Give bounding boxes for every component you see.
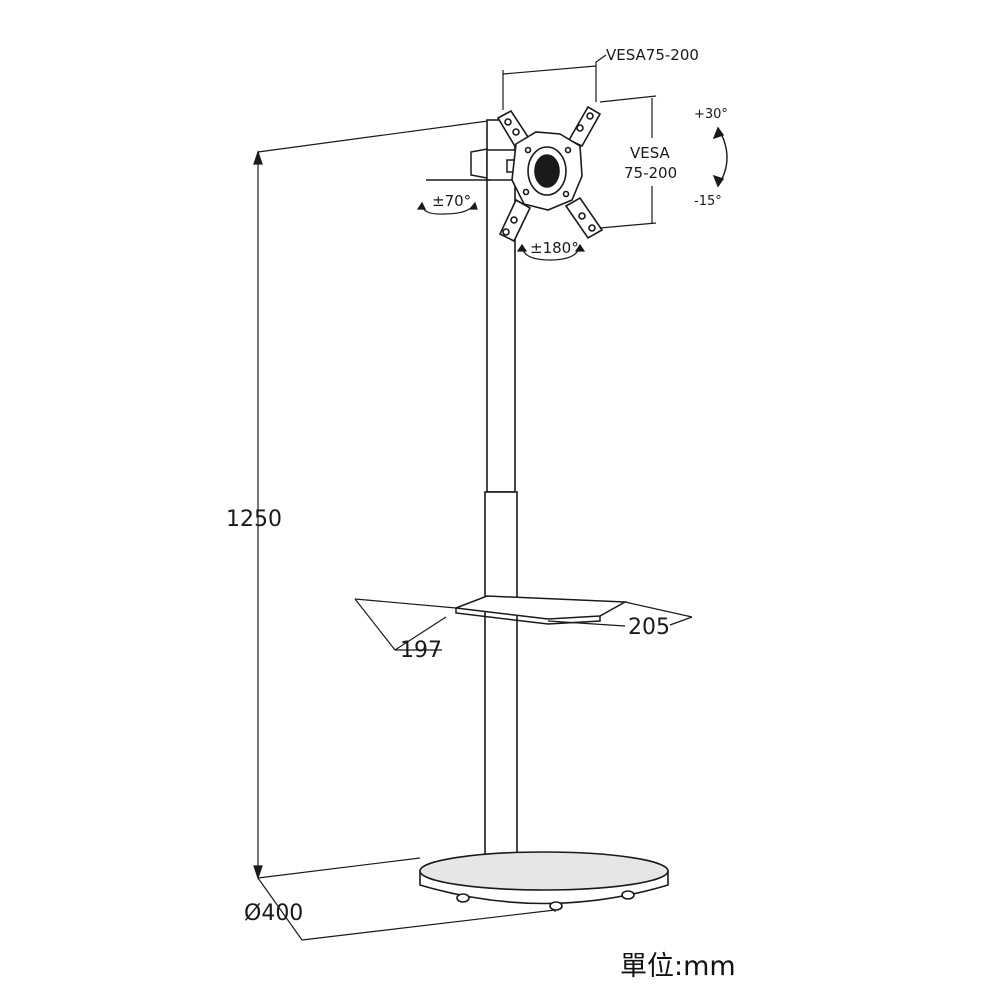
vesa-top-dimension bbox=[502, 54, 607, 110]
shelf bbox=[455, 595, 628, 625]
vesa-side-dimension bbox=[599, 95, 657, 229]
vesa-side-label-2: 75-200 bbox=[624, 164, 677, 182]
shelf-depth-label: 197 bbox=[400, 638, 442, 663]
base-diameter-label: Ø400 bbox=[244, 901, 303, 926]
vesa-side-label-1: VESA bbox=[630, 144, 671, 162]
height-label: 1250 bbox=[226, 507, 282, 532]
vesa-plate bbox=[496, 105, 604, 243]
round-base bbox=[419, 851, 669, 911]
rotate-label: ±180° bbox=[530, 239, 579, 257]
shelf-depth-dimension bbox=[354, 598, 457, 651]
shelf-width-label: 205 bbox=[628, 615, 670, 640]
tilt-down-label: -15° bbox=[694, 194, 722, 209]
swivel-arrow bbox=[416, 201, 478, 215]
shelf-width-dimension bbox=[547, 601, 693, 627]
rotate-arrow bbox=[516, 243, 586, 261]
clamp-arm bbox=[426, 148, 523, 181]
tilt-arrow bbox=[712, 126, 728, 188]
height-dimension bbox=[253, 120, 489, 880]
unit-label: 單位:mm bbox=[620, 951, 736, 982]
tilt-up-label: +30° bbox=[694, 107, 728, 122]
vesa-top-label: VESA75-200 bbox=[606, 46, 699, 64]
swivel-label: ±70° bbox=[432, 192, 471, 210]
